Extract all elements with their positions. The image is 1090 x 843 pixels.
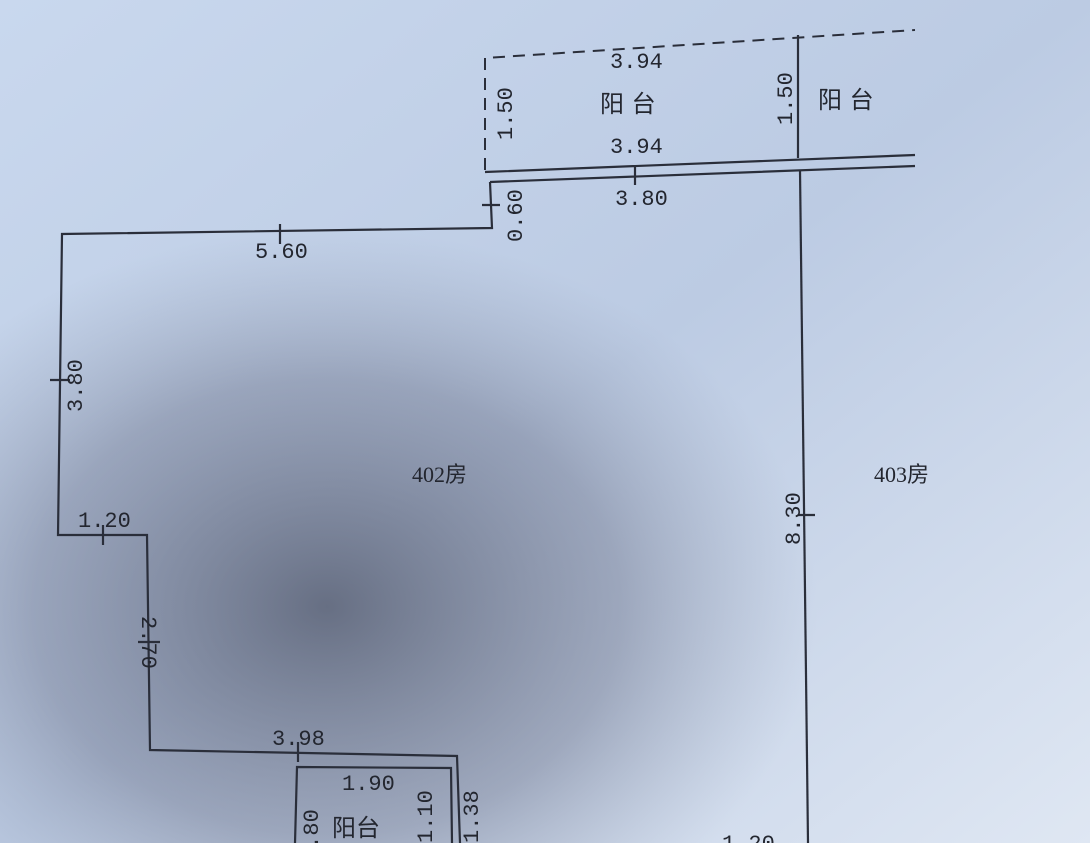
dim-left-wall: 3.80: [64, 359, 89, 412]
right-balcony-label: 阳 台: [818, 86, 874, 114]
dim-top-balcony-bottom: 3.94: [610, 135, 663, 160]
bottom-balcony-outline: [293, 765, 454, 843]
dim-bottom-balcony-left: 0.80: [300, 809, 325, 843]
dim-right-balcony-left: 1.50: [774, 72, 799, 125]
dim-step-vertical: 0.60: [504, 189, 529, 242]
balcony-bottom-wall: [484, 153, 916, 184]
top-balcony-outline: [484, 29, 916, 170]
dim-top-wall: 5.60: [255, 240, 308, 265]
dim-left-step: 1.20: [78, 509, 131, 534]
dim-top-balcony-top: 3.94: [610, 50, 663, 75]
dim-bottom-wall: 3.98: [272, 727, 325, 752]
dim-top-balcony-left: 1.50: [494, 87, 519, 140]
dim-bottom-balcony-width: 1.90: [342, 772, 395, 797]
top-balcony-label: 阳 台: [600, 90, 656, 118]
dim-bottom-balcony-outer: 1.38: [460, 790, 485, 843]
dim-lower-left-wall: 2.70: [135, 616, 160, 669]
dim-right-wall: 8.30: [782, 492, 807, 545]
room-402-label: 402房: [412, 462, 467, 487]
dim-bottom-right: 1.20: [722, 832, 775, 843]
dim-below-balcony: 3.80: [615, 187, 668, 212]
dim-bottom-balcony-inner: 1.10: [414, 790, 439, 843]
dimension-ticks: [50, 165, 815, 762]
bottom-balcony-label: 阳台: [332, 814, 380, 842]
room-403-label: 403房: [874, 462, 929, 487]
party-wall: [798, 169, 810, 843]
